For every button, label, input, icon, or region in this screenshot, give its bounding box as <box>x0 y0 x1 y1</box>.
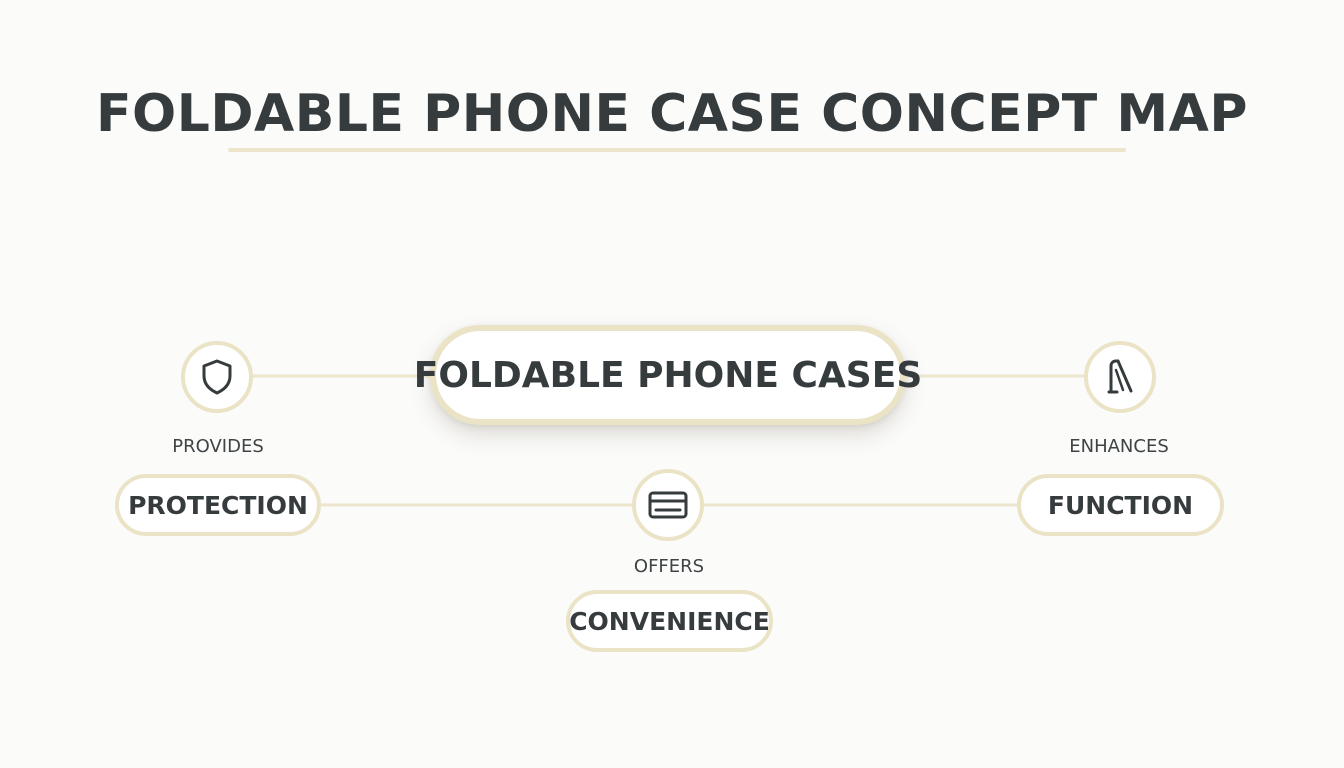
page-title: FOLDABLE PHONE CASE CONCEPT MAP <box>96 84 1248 144</box>
phone-stand-icon-node <box>1084 341 1156 413</box>
concept-node-function[interactable]: FUNCTION <box>1017 474 1224 536</box>
shield-icon <box>202 359 232 395</box>
credit-card-icon <box>648 491 688 519</box>
central-node[interactable]: FOLDABLE PHONE CASES <box>414 325 922 425</box>
concept-node-protection[interactable]: PROTECTION <box>115 474 321 536</box>
concept-label-protection: PROTECTION <box>128 490 308 520</box>
concept-label-convenience: CONVENIENCE <box>569 606 770 636</box>
phone-stand-icon <box>1107 359 1133 394</box>
relation-label-offers: OFFERS <box>633 556 705 577</box>
title-underline <box>228 148 1126 152</box>
relation-label-provides: PROVIDES <box>172 436 264 457</box>
credit-card-icon-node <box>632 469 704 541</box>
relation-label-enhances: ENHANCES <box>1069 436 1169 457</box>
concept-label-function: FUNCTION <box>1047 490 1194 520</box>
shield-icon-node <box>181 341 253 413</box>
central-node-label: FOLDABLE PHONE CASES <box>413 354 923 396</box>
concept-node-convenience[interactable]: CONVENIENCE <box>566 590 773 652</box>
